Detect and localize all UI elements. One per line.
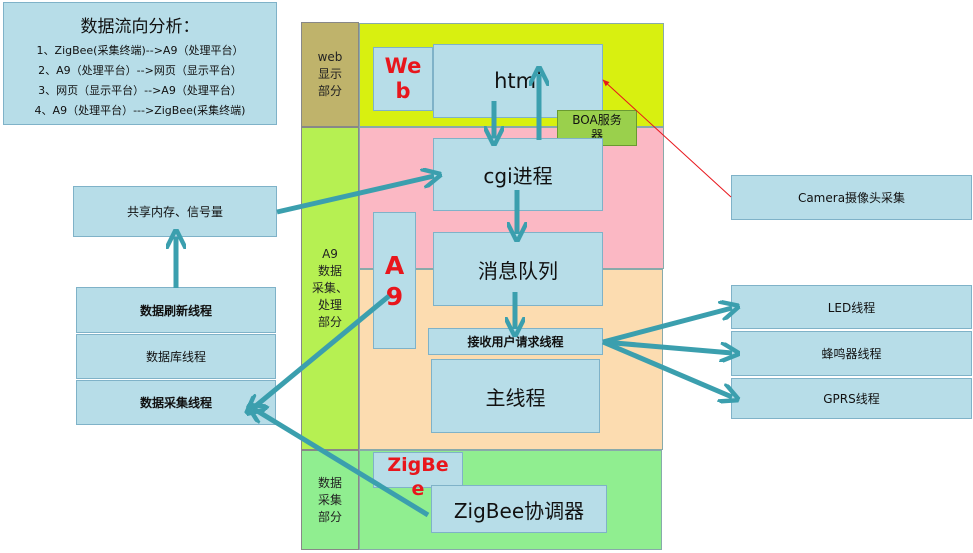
zigbee-coordinator-label: ZigBee协调器 [453,498,585,523]
a9-badge: A 9 [373,212,416,349]
database-thread-label: 数据库线程 [145,350,206,364]
led-thread-label: LED线程 [827,300,876,315]
analysis-notes: 数据流向分析： 1、ZigBee(采集终端)-->A9（处理平台） 2、A9（处… [3,2,277,125]
zigbee-section-label-text: 数据 采集 部分 [317,475,342,524]
a9-section-label: A9 数据 采集、 处理 部分 [301,127,359,450]
web-badge: We b [373,47,433,111]
arrow-coordinator-to-collect [254,409,430,518]
zigbee-coordinator-node: ZigBee协调器 [431,485,607,533]
arrow-recv-to-gprs [602,339,732,397]
message-queue-label: 消息队列 [478,258,558,283]
notes-title: 数据流向分析： [80,17,200,37]
database-thread-node: 数据库线程 [76,334,276,379]
arrow-shm-to-cgi [276,176,434,215]
a9-section-label-text: A9 数据 采集、 处理 部分 [311,247,348,329]
zigbee-badge-text: ZigBe e [387,454,449,500]
notes-line-1: 1、ZigBee(采集终端)-->A9（处理平台） [36,44,244,57]
arrow-recv-to-buzzer [602,339,732,353]
cgi-process-label: cgi进程 [483,164,553,188]
camera-capture-node: Camera摄像头采集 [731,175,972,220]
message-queue-node: 消息队列 [433,232,603,306]
data-collect-thread-label: 数据采集线程 [139,396,212,410]
notes-line-3: 3、网页（显示平台）-->A9（处理平台） [38,84,242,97]
web-section-label-text: web 显示 部分 [317,50,343,98]
web-badge-text: We b [384,54,422,103]
gprs-thread-label: GPRS线程 [823,392,880,406]
arrow-recv-to-led [602,308,732,345]
shared-memory-node: 共享内存、信号量 [73,186,277,237]
camera-capture-label: Camera摄像头采集 [797,191,906,205]
zigbee-badge: ZigBe e [373,452,463,500]
notes-line-2: 2、A9（处理平台）-->网页（显示平台） [38,64,242,77]
web-section-label: web 显示 部分 [301,22,359,127]
main-thread-label: 主线程 [485,385,546,410]
arrow-camera-to-html [602,79,732,198]
a9-badge-text: A 9 [384,250,405,311]
data-refresh-thread-label: 数据刷新线程 [139,303,212,318]
led-thread-node: LED线程 [731,285,972,329]
data-refresh-thread-node: 数据刷新线程 [76,287,276,333]
notes-line-4: 4、A9（处理平台）--->ZigBee(采集终端) [34,104,246,117]
buzzer-thread-node: 蜂鸣器线程 [731,331,972,376]
buzzer-thread-label: 蜂鸣器线程 [821,347,882,361]
arrow-a9-to-collect [252,294,391,409]
shared-memory-label: 共享内存、信号量 [126,205,223,219]
main-thread-node: 主线程 [431,359,600,433]
html-node: html [433,44,603,118]
recv-request-thread-label: 接收用户请求线程 [467,335,564,349]
